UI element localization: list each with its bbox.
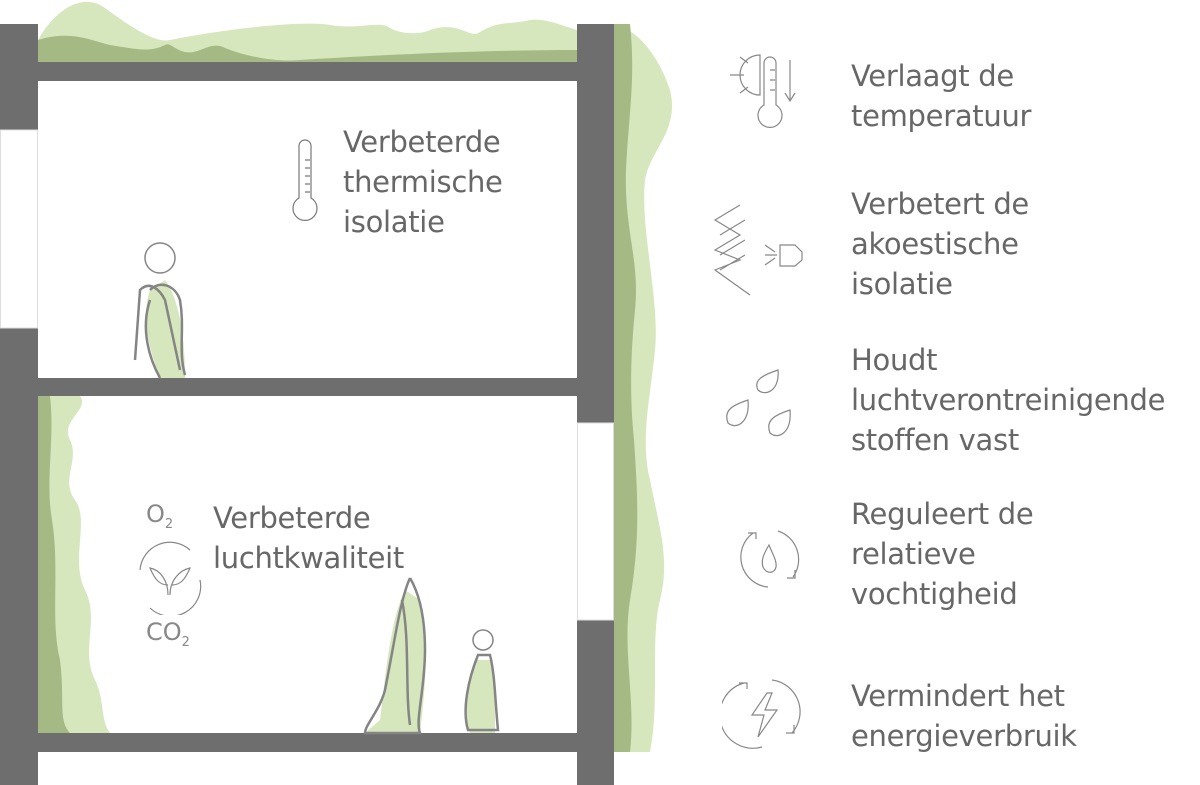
middle-slab bbox=[38, 378, 577, 396]
person-upper bbox=[133, 242, 187, 379]
o2-co2-cycle-icon: O2 CO2 bbox=[130, 500, 210, 660]
label-line: energieverbruik bbox=[851, 719, 1077, 753]
label-line: akoestische bbox=[851, 227, 1019, 261]
green-interior-dark bbox=[38, 396, 70, 733]
label-line: thermische bbox=[343, 165, 503, 199]
roof-slab bbox=[38, 62, 577, 81]
lower-room-label: Verbeterde luchtkwaliteit bbox=[213, 498, 404, 578]
structure bbox=[0, 24, 614, 785]
label-line: Verbeterde bbox=[213, 501, 371, 535]
right-window bbox=[577, 422, 614, 621]
benefit-item: Verbetert de akoestische isolatie bbox=[851, 184, 1029, 304]
thermometer-icon bbox=[292, 139, 318, 221]
label-line: isolatie bbox=[851, 267, 953, 301]
right-wall-bottom bbox=[577, 620, 614, 785]
benefit-item: Vermindert het energieverbruik bbox=[851, 676, 1077, 756]
label-line: relatieve bbox=[851, 537, 976, 571]
upper-room-label: Verbeterde thermische isolatie bbox=[343, 122, 503, 242]
green-facade-dark bbox=[614, 24, 638, 752]
right-wall-top bbox=[577, 24, 614, 423]
label-line: luchtkwaliteit bbox=[213, 541, 404, 575]
label-line: Vermindert het bbox=[851, 679, 1065, 713]
label-line: Verbeterde bbox=[343, 125, 501, 159]
person-lower-tall bbox=[363, 577, 427, 735]
label-line: Reguleert de bbox=[851, 497, 1034, 531]
left-wall-bottom bbox=[0, 328, 38, 785]
label-line: temperatuur bbox=[851, 99, 1032, 133]
label-line: isolatie bbox=[343, 205, 445, 239]
sound-reflection-icon bbox=[713, 204, 803, 296]
person-lower-small bbox=[464, 629, 500, 733]
benefit-item: Houdt luchtverontreinigende stoffen vast bbox=[851, 340, 1165, 460]
humidity-cycle-icon bbox=[740, 530, 800, 588]
left-window bbox=[0, 129, 38, 329]
label-line: vochtigheid bbox=[851, 577, 1018, 611]
label-line: luchtverontreinigende bbox=[851, 383, 1166, 417]
benefit-item: Reguleert de relatieve vochtigheid bbox=[851, 494, 1034, 614]
energy-cycle-icon bbox=[722, 679, 801, 749]
co2-label: CO2 bbox=[146, 618, 190, 650]
green-roof-dark bbox=[38, 35, 577, 62]
benefit-item: Verlaagt de temperatuur bbox=[851, 56, 1031, 136]
label-line: Verbetert de bbox=[851, 187, 1029, 221]
thermometer-sun-down-icon bbox=[730, 54, 796, 128]
left-wall-top bbox=[0, 24, 38, 130]
label-line: Houdt bbox=[851, 343, 938, 377]
label-line: Verlaagt de bbox=[851, 59, 1014, 93]
label-line: stoffen vast bbox=[851, 423, 1019, 457]
leaf-cycle-icon bbox=[139, 541, 202, 615]
o2-label: O2 bbox=[146, 500, 174, 532]
floor-slab bbox=[38, 733, 577, 752]
droplets-icon bbox=[726, 369, 791, 437]
